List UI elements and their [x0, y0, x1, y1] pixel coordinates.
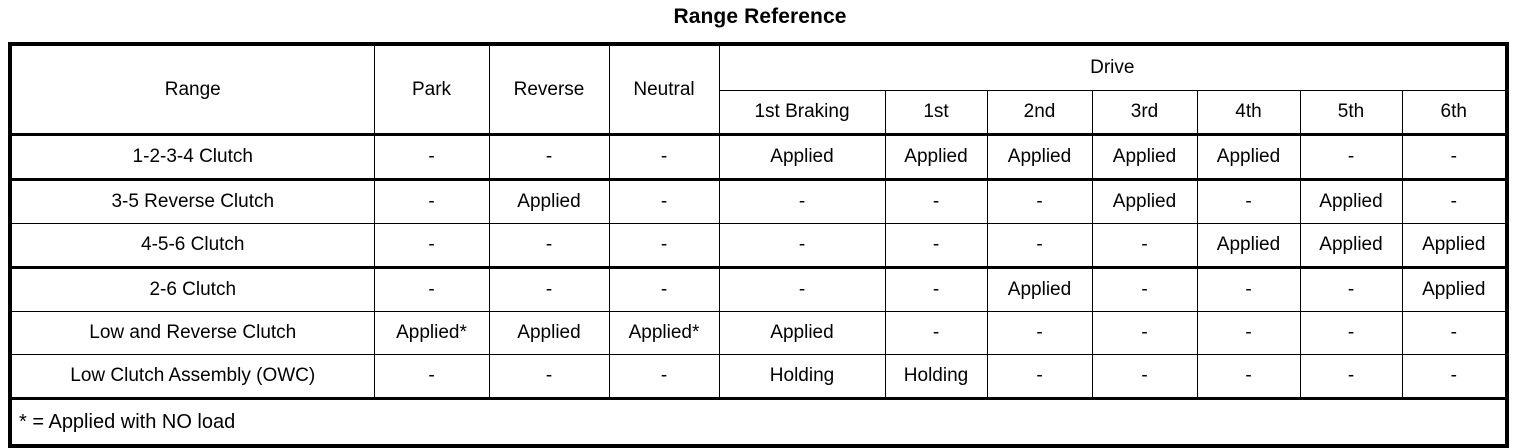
- cell-park: Applied*: [373, 311, 490, 355]
- cell-neutral: -: [608, 354, 720, 400]
- cell-reverse: -: [488, 267, 610, 312]
- table-footnote-row: * = Applied with NO load: [10, 397, 1508, 446]
- cell-4th: Applied: [1196, 134, 1301, 181]
- cell-3rd: Applied: [1091, 179, 1198, 224]
- table-row: 3-5 Reverse Clutch - Applied - - - - App…: [9, 179, 1508, 224]
- cell-5th: -: [1299, 311, 1403, 355]
- column-header-1st-braking: 1st Braking: [718, 90, 886, 136]
- cell-1st: Applied: [884, 134, 988, 181]
- column-header-2nd: 2nd: [986, 90, 1093, 136]
- cell-3rd: -: [1091, 354, 1198, 400]
- cell-1st: -: [884, 311, 988, 355]
- cell-1st: Holding: [884, 354, 988, 400]
- cell-5th: Applied: [1299, 223, 1403, 269]
- column-header-drive-group: Drive: [718, 43, 1508, 91]
- column-header-6th: 6th: [1401, 90, 1508, 136]
- cell-reverse: Applied: [488, 311, 610, 355]
- column-header-range: Range: [9, 43, 375, 136]
- table-row: 4-5-6 Clutch - - - - - - - Applied Appli…: [9, 223, 1508, 269]
- cell-reverse: Applied: [488, 179, 610, 224]
- cell-park: -: [373, 134, 490, 181]
- cell-3rd: -: [1091, 311, 1198, 355]
- cell-4th: -: [1196, 267, 1301, 312]
- column-header-park: Park: [373, 43, 490, 136]
- cell-3rd: Applied: [1091, 134, 1198, 181]
- table-body: 1-2-3-4 Clutch - - - Applied Applied App…: [9, 134, 1508, 446]
- column-header-neutral: Neutral: [608, 43, 720, 136]
- cell-6th: -: [1401, 311, 1508, 355]
- cell-6th: -: [1401, 179, 1508, 224]
- row-label: Low and Reverse Clutch: [9, 311, 375, 355]
- cell-1st-braking: -: [718, 223, 886, 269]
- cell-1st-braking: Applied: [718, 134, 886, 181]
- cell-park: -: [373, 354, 490, 400]
- cell-neutral: -: [608, 267, 720, 312]
- row-label: 4-5-6 Clutch: [9, 223, 375, 269]
- cell-2nd: -: [986, 223, 1093, 269]
- header-row-group: Range Park Reverse Neutral Drive: [9, 43, 1508, 136]
- column-header-5th: 5th: [1299, 90, 1403, 136]
- cell-reverse: -: [488, 223, 610, 269]
- cell-neutral: Applied*: [608, 311, 720, 355]
- cell-5th: -: [1299, 354, 1403, 400]
- table-row: Low Clutch Assembly (OWC) - - - Holding …: [9, 354, 1508, 400]
- cell-2nd: Applied: [986, 267, 1093, 312]
- table-row: Low and Reverse Clutch Applied* Applied …: [9, 311, 1508, 355]
- table-header: Range Park Reverse Neutral Drive 1st Bra…: [9, 43, 1508, 136]
- row-label: 2-6 Clutch: [9, 267, 375, 312]
- column-header-1st: 1st: [884, 90, 988, 136]
- cell-2nd: Applied: [986, 134, 1093, 181]
- cell-3rd: -: [1091, 267, 1198, 312]
- cell-reverse: -: [488, 134, 610, 181]
- cell-5th: -: [1299, 267, 1403, 312]
- header-row-drive-subcolumns: 1st Braking 1st 2nd 3rd 4th 5th 6th: [10, 90, 1508, 136]
- cell-6th: -: [1401, 354, 1508, 400]
- footnote-text: * = Applied with NO load: [10, 397, 1508, 446]
- range-reference-page: Range Reference Range Park Reverse Neutr…: [8, 5, 1510, 448]
- cell-2nd: -: [986, 179, 1093, 224]
- column-header-reverse: Reverse: [488, 43, 610, 136]
- cell-3rd: -: [1091, 223, 1198, 269]
- cell-neutral: -: [608, 179, 720, 224]
- cell-5th: Applied: [1299, 179, 1403, 224]
- cell-2nd: -: [986, 354, 1093, 400]
- cell-reverse: -: [488, 354, 610, 400]
- cell-1st: -: [884, 223, 988, 269]
- cell-6th: Applied: [1401, 223, 1508, 269]
- table-row: 1-2-3-4 Clutch - - - Applied Applied App…: [9, 134, 1508, 181]
- row-label: 3-5 Reverse Clutch: [9, 179, 375, 224]
- cell-1st: -: [884, 179, 988, 224]
- cell-4th: -: [1196, 354, 1301, 400]
- row-label: 1-2-3-4 Clutch: [9, 134, 375, 181]
- cell-1st-braking: Holding: [718, 354, 886, 400]
- cell-4th: -: [1196, 311, 1301, 355]
- cell-park: -: [373, 267, 490, 312]
- column-header-4th: 4th: [1196, 90, 1301, 136]
- cell-4th: Applied: [1196, 223, 1301, 269]
- cell-6th: Applied: [1401, 267, 1508, 312]
- range-reference-table: Range Park Reverse Neutral Drive 1st Bra…: [8, 42, 1510, 448]
- page-title: Range Reference: [673, 5, 847, 28]
- cell-park: -: [373, 223, 490, 269]
- cell-1st-braking: -: [718, 179, 886, 224]
- cell-park: -: [373, 179, 490, 224]
- range-reference-table-wrapper: Range Park Reverse Neutral Drive 1st Bra…: [8, 42, 1510, 448]
- cell-5th: -: [1299, 134, 1403, 181]
- cell-4th: -: [1196, 179, 1301, 224]
- cell-neutral: -: [608, 134, 720, 181]
- cell-6th: -: [1401, 134, 1508, 181]
- cell-1st-braking: -: [718, 267, 886, 312]
- table-row: 2-6 Clutch - - - - - Applied - - - Appli…: [9, 267, 1508, 312]
- column-header-3rd: 3rd: [1091, 90, 1198, 136]
- cell-1st: -: [884, 267, 988, 312]
- cell-1st-braking: Applied: [718, 311, 886, 355]
- cell-2nd: -: [986, 311, 1093, 355]
- cell-neutral: -: [608, 223, 720, 269]
- row-label: Low Clutch Assembly (OWC): [9, 354, 375, 400]
